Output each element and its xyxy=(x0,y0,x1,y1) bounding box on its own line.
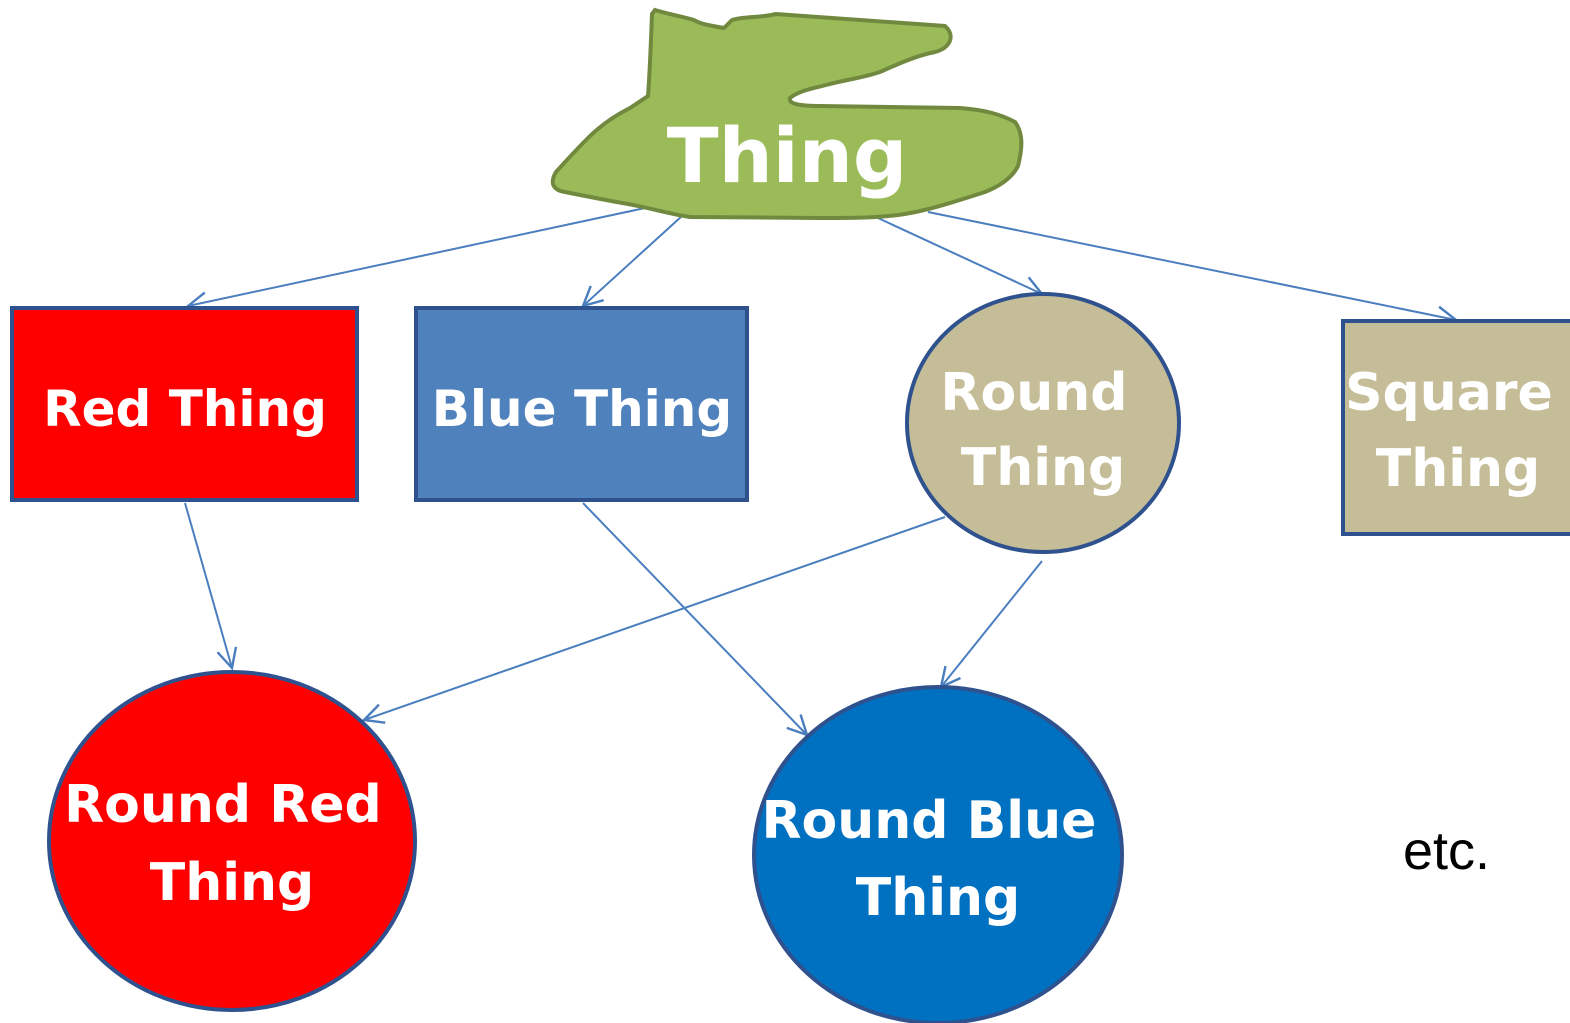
square-thing-label: Square Thing xyxy=(1345,363,1570,499)
edge-thing-to-red-thing xyxy=(188,207,646,306)
thing-label: Thing xyxy=(667,111,908,200)
red-thing-label: Red Thing xyxy=(43,380,327,438)
node-thing: Thing xyxy=(550,7,1024,221)
etc-label: etc. xyxy=(1403,821,1490,881)
edges-group xyxy=(184,207,1456,735)
edge-thing-to-round-thing xyxy=(877,217,1042,294)
blue-thing-label: Blue Thing xyxy=(432,380,732,438)
blue-thing-shape xyxy=(414,306,749,502)
node-square-thing: Square Thing xyxy=(1341,319,1570,536)
round-thing-label: Round Thing xyxy=(940,363,1145,498)
edge-red-thing-to-round-red-thing xyxy=(184,502,232,668)
node-round-thing: Round Thing xyxy=(905,292,1181,554)
edge-blue-thing-to-round-blue-thing xyxy=(582,502,807,735)
red-thing-shape xyxy=(10,306,359,502)
node-red-thing: Red Thing xyxy=(10,306,359,502)
round-red-thing-label: Round Red Thing xyxy=(64,775,400,913)
edge-thing-to-square-thing xyxy=(927,211,1456,320)
round-blue-thing-label: Round Blue Thing xyxy=(762,791,1115,928)
edge-round-thing-to-round-red-thing xyxy=(364,516,946,720)
round-blue-thing-shape xyxy=(752,685,1124,1023)
edge-thing-to-blue-thing xyxy=(583,215,683,306)
square-thing-shape xyxy=(1341,319,1570,536)
round-thing-shape xyxy=(905,292,1181,554)
round-red-thing-shape xyxy=(47,670,417,1012)
node-blue-thing: Blue Thing xyxy=(414,306,749,502)
node-round-red-thing: Round Red Thing xyxy=(47,670,417,1012)
thing-shape xyxy=(550,7,1024,221)
node-round-blue-thing: Round Blue Thing xyxy=(752,685,1124,1023)
edge-round-thing-to-round-blue-thing xyxy=(941,560,1043,687)
